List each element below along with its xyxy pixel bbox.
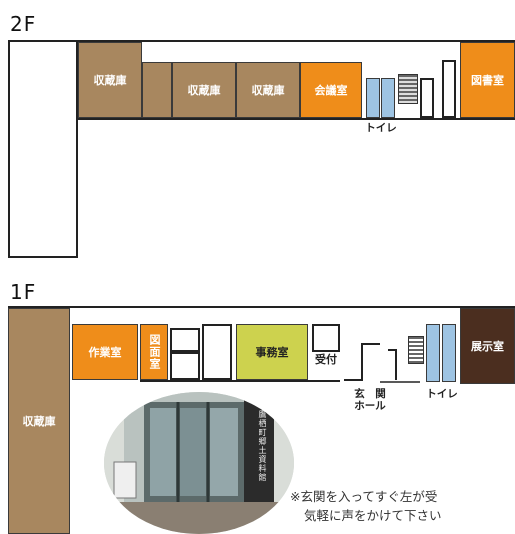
floor-1-toilet-1 [426, 324, 440, 382]
reception-note-line-2: 気軽に声をかけて下さい [304, 507, 442, 523]
floor-2-corridor-bottom [78, 118, 515, 120]
floor-1-room-exhibition: 展示室 [460, 308, 515, 384]
floor-2-room-storage-3: 収蔵庫 [236, 62, 300, 118]
floor-2-room-storage-3-label: 収蔵庫 [251, 84, 285, 97]
floor-1-label: 1F [10, 280, 37, 304]
floor-1-toilet-label: トイレ [426, 388, 458, 400]
floor-2-room-small [142, 62, 172, 118]
floor-1-toilet-2 [442, 324, 456, 382]
floor-1-closet-4 [312, 324, 340, 352]
floor-2-stairs [398, 74, 418, 104]
floor-1-closet-1 [170, 328, 200, 352]
floor-1-room-workroom-label: 作業室 [88, 346, 122, 359]
floor-1-reception-label: 受付 [315, 353, 337, 366]
floor-1-room-drawing-label: 図面室 [148, 334, 161, 370]
floor-2-corridor-top [78, 40, 515, 42]
entrance-photo: 鷹栖町郷土資料館 [104, 392, 294, 534]
floor-2-toilet-2 [381, 78, 395, 118]
floor-2-room-library-label: 図書室 [471, 74, 504, 87]
floor-2-room-storage-2-label: 収蔵庫 [187, 84, 221, 97]
floor-2-room-library: 図書室 [460, 42, 515, 118]
floor-1-entrance-hall-line-2: ホール [354, 400, 386, 413]
reception-note: ※玄関を入ってすぐ左が受 気軽に声をかけて下さい [290, 488, 515, 526]
floor-2-room-storage-2: 収蔵庫 [172, 62, 236, 118]
entrance-signboard-text: 鷹栖町郷土資料館 [258, 410, 267, 482]
floor-2-room-meeting: 会議室 [300, 62, 362, 118]
floor-1-room-office: 事務室 [236, 324, 308, 380]
entrance-photo-illustration [104, 392, 294, 534]
floor-1-entrance-hall-label: 玄 関 ホール [345, 388, 395, 412]
floor-2-closet-2 [442, 60, 456, 118]
floor-2-toilet-1 [366, 78, 380, 118]
floor-1-room-storage: 収蔵庫 [8, 308, 70, 534]
floor-2-toilet-label: トイレ [365, 122, 397, 134]
floor-2-closet-1 [420, 78, 434, 118]
floor-1-closet-2 [170, 352, 200, 380]
floor-1-room-office-label: 事務室 [255, 346, 289, 359]
floor-1-corridor-bottom [140, 380, 340, 382]
floor-2-room-meeting-label: 会議室 [314, 84, 348, 97]
floor-1-room-storage-label: 収蔵庫 [22, 415, 56, 428]
floor-2-room-storage-1: 収蔵庫 [78, 42, 142, 118]
reception-note-line-1: ※玄関を入ってすぐ左が受 [290, 489, 438, 504]
floor-1-room-drawing: 図面室 [140, 324, 168, 380]
floor-1-room-exhibition-label: 展示室 [471, 340, 504, 353]
floor-2-label: 2F [10, 12, 37, 36]
floor-2-left-block [8, 40, 78, 258]
floor-1-stairs [408, 336, 424, 364]
floor-1-room-workroom: 作業室 [72, 324, 138, 380]
floor-2-room-storage-1-label: 収蔵庫 [93, 74, 127, 87]
floor-1-closet-3 [202, 324, 232, 380]
floor-1-entrance-hall-line-1: 玄 関 [354, 388, 386, 400]
floor-1-corridor-top [8, 306, 515, 308]
